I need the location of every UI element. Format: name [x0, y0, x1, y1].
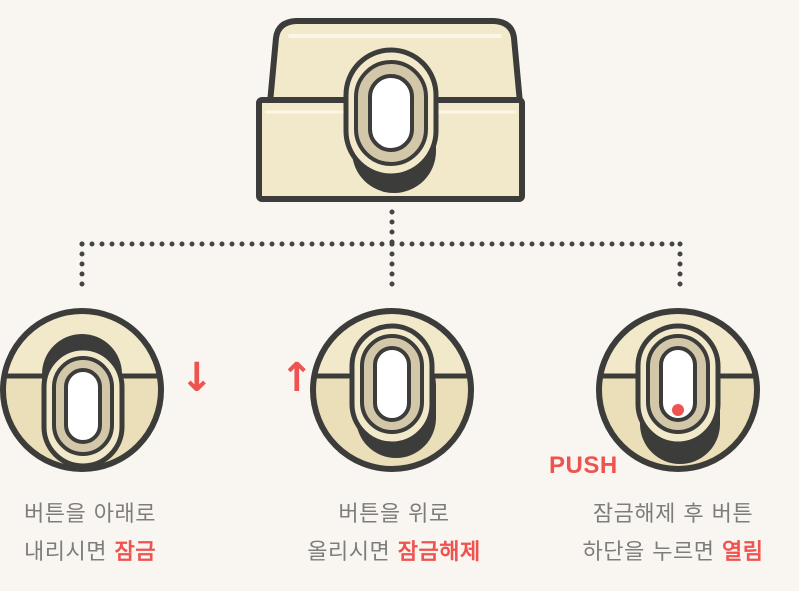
caption-open-highlight: 열림 — [721, 540, 764, 565]
caption-unlock-line2: 올리시면 잠금해제 — [264, 534, 524, 572]
push-label: PUSH — [549, 452, 618, 479]
caption-lock-highlight: 잠금 — [114, 540, 156, 565]
caption-lock-prefix: 내리시면 — [24, 540, 115, 565]
dotted-connector — [79, 209, 683, 297]
caption-unlock-line1: 버튼을 위로 — [338, 502, 450, 527]
push-point-dot — [672, 404, 684, 416]
down-arrow-icon: ↓ — [180, 355, 214, 401]
caption-lock-line2: 내리시면 잠금 — [0, 534, 180, 572]
detail-circle-unlock — [310, 308, 474, 472]
caption-open-prefix: 하단을 누르면 — [582, 540, 722, 565]
caption-open-line1: 잠금해제 후 버튼 — [592, 502, 754, 527]
cap-illustration — [256, 18, 525, 202]
caption-unlock-highlight: 잠금해제 — [397, 540, 481, 565]
caption-unlock-prefix: 올리시면 — [307, 540, 398, 565]
up-arrow-icon: ↑ — [280, 355, 314, 401]
detail-circle-lock — [0, 308, 164, 472]
caption-open: 잠금해제 후 버튼 하단을 누르면 열림 — [548, 496, 798, 572]
caption-lock-line1: 버튼을 아래로 — [24, 502, 156, 527]
caption-open-line2: 하단을 누르면 열림 — [548, 534, 798, 572]
caption-lock: 버튼을 아래로 내리시면 잠금 — [0, 496, 180, 572]
caption-unlock: 버튼을 위로 올리시면 잠금해제 — [264, 496, 524, 572]
